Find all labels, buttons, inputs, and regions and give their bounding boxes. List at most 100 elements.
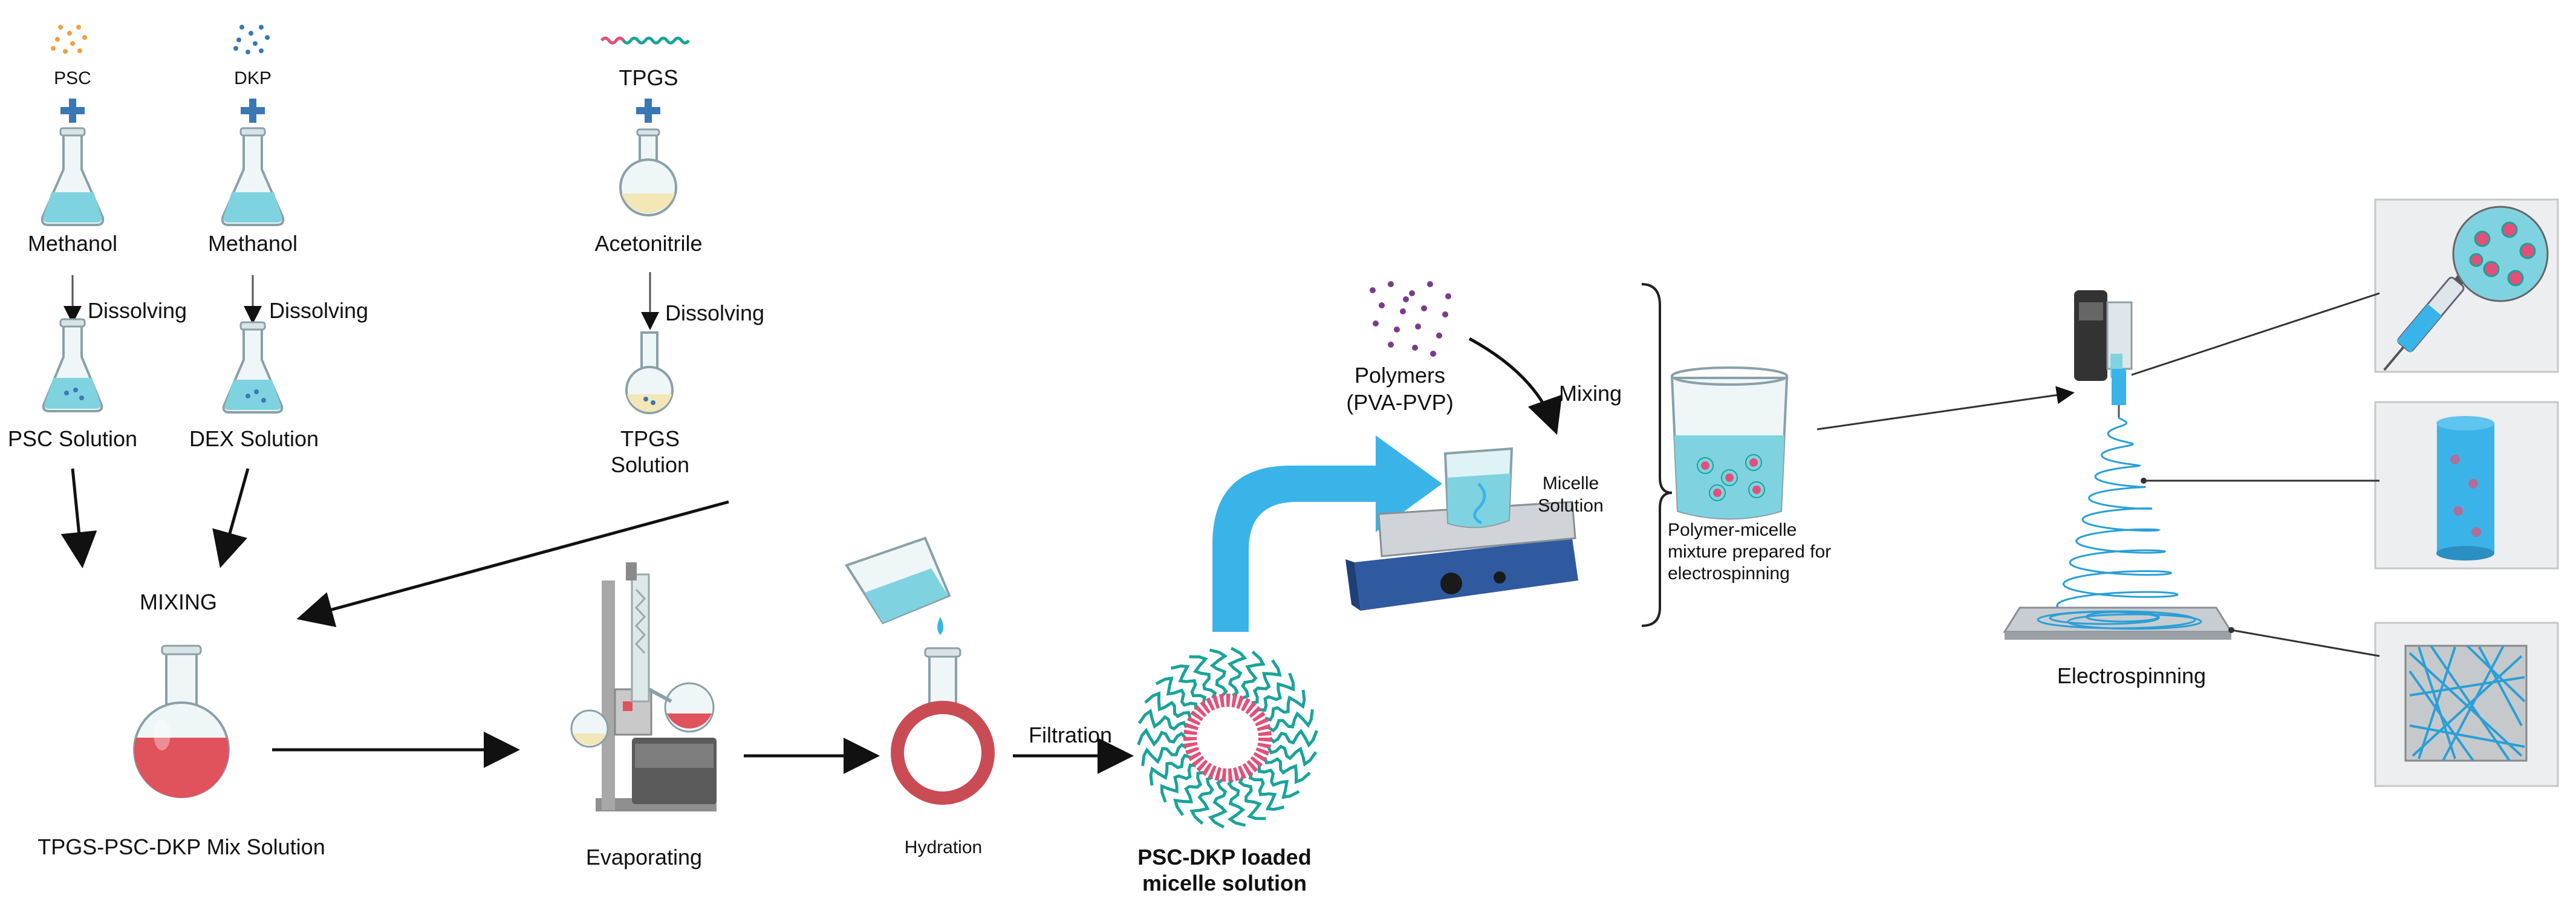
dissolving-label-1: Dissolving [88, 298, 187, 323]
fiber-strand [2418, 646, 2456, 759]
polymer-dot [1388, 281, 1394, 287]
micelle-tail [1141, 743, 1188, 767]
filtration-label: Filtration [1028, 723, 1113, 747]
fiber-strand [2408, 670, 2474, 762]
evaporating-label: Evaporating [585, 845, 703, 869]
loaded-micelle-label-line2: micelle solution [1142, 871, 1307, 895]
polymer-dot [1442, 311, 1448, 317]
micelle-solution-label-line1: Micelle [1542, 473, 1599, 493]
mixture-label-line2: mixture prepared for [1668, 542, 1832, 562]
dkp-label: DKP [234, 68, 272, 88]
micelle-tail [1269, 729, 1318, 748]
tpgs-solution-label-line2: Solution [610, 452, 690, 477]
micelle-tail [1170, 664, 1207, 703]
polymer-dot [1430, 351, 1436, 357]
methanol-label-2: Methanol [207, 231, 298, 256]
fiber-jet [2055, 417, 2179, 620]
micelle-icon [1137, 646, 1318, 829]
fiber-strand [2478, 646, 2523, 726]
polymers-label-line2: (PVA-PVP) [1346, 390, 1454, 415]
dissolving-label-3: Dissolving [665, 301, 765, 325]
polymer-dot [1427, 281, 1433, 287]
methanol-label-1: Methanol [27, 231, 118, 256]
micelle-tail [1264, 689, 1306, 722]
acetonitrile-label: Acetonitrile [594, 231, 703, 256]
plus-icon [241, 99, 265, 123]
micelle-tail [1259, 672, 1295, 712]
micelle-tail [1189, 655, 1217, 699]
micelle-tail [1160, 763, 1196, 803]
flask-icon [221, 127, 285, 226]
polymer-dot [1445, 293, 1451, 299]
micelle-tail [1227, 646, 1247, 697]
micelle-center [1205, 715, 1251, 761]
fiber-strand [2412, 655, 2523, 757]
mixing-label: MIXING [139, 590, 217, 614]
fiber-panel [2374, 401, 2559, 570]
polymer-dot [1370, 287, 1376, 293]
polymer-particles-icon [1370, 281, 1451, 357]
tpgs-solution-label-line1: TPGS [620, 426, 680, 451]
plus-icon [636, 99, 660, 123]
psc-solution-label: PSC Solution [7, 426, 138, 451]
dissolving-label-2: Dissolving [269, 298, 369, 323]
fiber-strand [2408, 652, 2523, 757]
round-flask-icon [619, 128, 677, 216]
round-flask-icon [133, 645, 230, 798]
fiber-strand [2430, 645, 2511, 762]
micelle-tail [1155, 676, 1198, 710]
micelle-tail [1144, 691, 1192, 719]
micelle-tail [1209, 648, 1228, 697]
tpgs-label: TPGS [619, 65, 678, 90]
micelle-tail [1208, 778, 1228, 829]
fiber-strand [2466, 645, 2526, 703]
polymer-dot [1421, 305, 1427, 311]
bracket [1641, 283, 1673, 627]
flask-icon [222, 321, 284, 414]
beaker-icon [844, 536, 951, 635]
dex-solution-label: DEX Solution [189, 426, 319, 451]
polymer-dot [1379, 302, 1385, 308]
polymer-dot [1412, 345, 1418, 351]
polymer-dot [1400, 308, 1406, 314]
mix-solution-label: TPGS-PSC-DKP Mix Solution [37, 834, 325, 859]
round-flask-icon [891, 647, 995, 805]
micelle-tail [1189, 776, 1214, 825]
flask-icon [42, 318, 103, 412]
psc-label: PSC [54, 68, 91, 88]
big-curved-arrow-icon [1212, 435, 1442, 632]
rotary-evaporator-icon [570, 562, 717, 811]
electrospinning-label: Electrospinning [2057, 663, 2207, 688]
hydration-label: Hydration [904, 837, 983, 857]
beaker-icon [1670, 366, 1789, 520]
psc-particles-icon [51, 25, 87, 54]
dkp-particles-icon [233, 25, 270, 54]
micelle-tail [1263, 756, 1311, 784]
polymer-dot [1373, 320, 1379, 327]
micelle-tail [1251, 659, 1282, 704]
round-flask-icon [625, 331, 674, 414]
micelle-tail [1241, 651, 1266, 700]
polymer-dot [1394, 327, 1400, 333]
polymers-label-line1: Polymers [1354, 363, 1446, 388]
polymer-dot [1415, 323, 1421, 330]
mixture-label-line3: electrospinning [1668, 564, 1790, 583]
micelle-tail [1257, 765, 1300, 799]
hotplate-stirrer-icon [1345, 447, 1578, 611]
micelle-tail [1238, 776, 1266, 821]
fiber-collector-icon [2003, 606, 2233, 640]
micelle-tail [1137, 709, 1188, 731]
micelle-tail [1248, 772, 1285, 811]
polymer-dot [1403, 296, 1409, 302]
micelle-tail [1149, 753, 1191, 786]
mesh-panel [2374, 622, 2559, 787]
micelle-tail [1227, 778, 1246, 827]
syringe-panel [2374, 198, 2559, 373]
mixture-label-line1: Polymer-micelle [1668, 520, 1797, 540]
mixing-polymers-label: Mixing [1558, 381, 1622, 406]
micelle-tail [1267, 744, 1318, 767]
micelle-tail [1267, 709, 1314, 733]
flask-icon [41, 127, 105, 226]
plus-icon [60, 99, 85, 123]
